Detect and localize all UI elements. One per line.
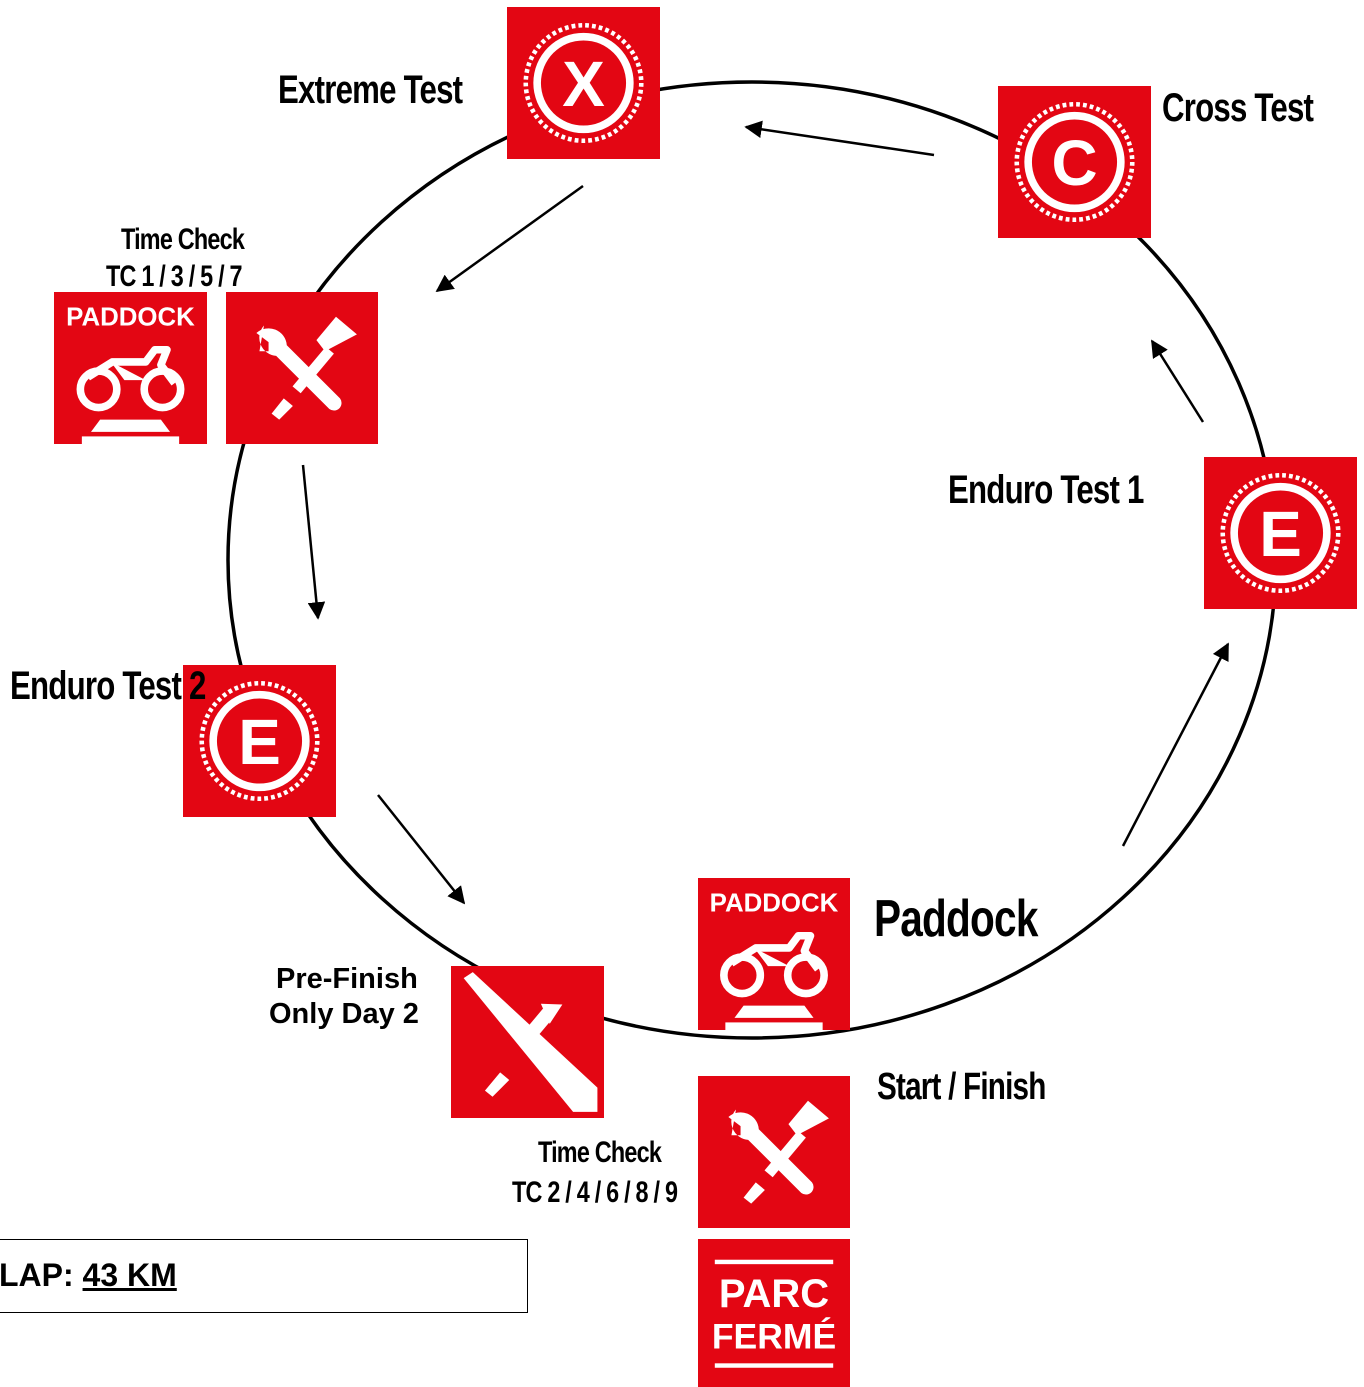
parc-ferme-icon: PARC FERMÉ xyxy=(712,1259,836,1368)
svg-text:E: E xyxy=(1259,498,1302,570)
time-check-1-tile xyxy=(226,292,378,444)
svg-text:C: C xyxy=(1051,127,1097,199)
enduro-test-1-label: Enduro Test 1 xyxy=(948,468,1144,512)
wrench-screwdriver-icon xyxy=(256,316,357,420)
time-check-1-line1: Time Check xyxy=(121,223,245,256)
svg-text:FERMÉ: FERMÉ xyxy=(712,1317,836,1357)
svg-text:PARC: PARC xyxy=(719,1272,829,1316)
lap-distance-box: LAP: 43 KM xyxy=(0,1239,528,1313)
enduro-test-2-label: Enduro Test 2 xyxy=(10,664,206,708)
tire-c-icon: C xyxy=(1014,101,1135,223)
start-finish-label: Start / Finish xyxy=(877,1066,1046,1108)
enduro-test-2-tile: E xyxy=(183,665,336,817)
extreme-test-tile: X xyxy=(507,7,660,159)
lap-prefix: LAP: xyxy=(0,1257,74,1293)
paddock-motorbike-icon: PADDOCK xyxy=(710,889,839,1030)
tire-e-icon: E xyxy=(1220,472,1341,594)
time-check-2-line1: Time Check xyxy=(538,1136,662,1169)
pre-finish-tile xyxy=(451,966,604,1118)
arrow-extreme-to-timecheck xyxy=(435,184,584,293)
tire-x-icon: X xyxy=(523,22,644,144)
tire-e-icon: E xyxy=(199,680,320,802)
paddock-tile-left: PADDOCK xyxy=(54,292,207,444)
arrow-enduro1-to-cross xyxy=(1150,339,1205,423)
arrow-start-to-enduro1 xyxy=(1121,642,1230,847)
paddock-tile-bottom: PADDOCK xyxy=(698,878,850,1030)
paddock-label: Paddock xyxy=(874,890,1038,948)
start-finish-tile xyxy=(698,1076,850,1228)
wrench-screwdriver-icon xyxy=(728,1100,829,1204)
svg-text:X: X xyxy=(562,48,605,120)
cross-test-tile: C xyxy=(998,86,1151,238)
pre-finish-line1: Pre-Finish xyxy=(276,963,418,995)
screwdriver-icon xyxy=(463,972,598,1112)
arrow-enduro2-to-prefinish xyxy=(377,794,466,905)
pre-finish-line2: Only Day 2 xyxy=(269,998,419,1030)
svg-text:E: E xyxy=(238,706,281,778)
direction-arrows xyxy=(301,120,1230,905)
svg-text:PADDOCK: PADDOCK xyxy=(66,303,195,331)
arrow-cross-to-extreme xyxy=(744,120,935,157)
paddock-motorbike-icon: PADDOCK xyxy=(66,303,195,444)
parc-ferme-tile: PARC FERMÉ xyxy=(698,1239,850,1387)
time-check-2-line2: TC 2 / 4 / 6 / 8 / 9 xyxy=(512,1176,678,1209)
cross-test-label: Cross Test xyxy=(1162,86,1314,130)
arrow-timecheck-to-enduro2 xyxy=(301,464,326,620)
lap-distance: LAP: 43 KM xyxy=(0,1257,177,1294)
time-check-1-line2: TC 1 / 3 / 5 / 7 xyxy=(106,260,243,293)
extreme-test-label: Extreme Test xyxy=(278,68,463,112)
lap-value: 43 KM xyxy=(82,1257,177,1293)
svg-text:PADDOCK: PADDOCK xyxy=(710,889,839,917)
enduro-test-1-tile: E xyxy=(1204,457,1357,609)
